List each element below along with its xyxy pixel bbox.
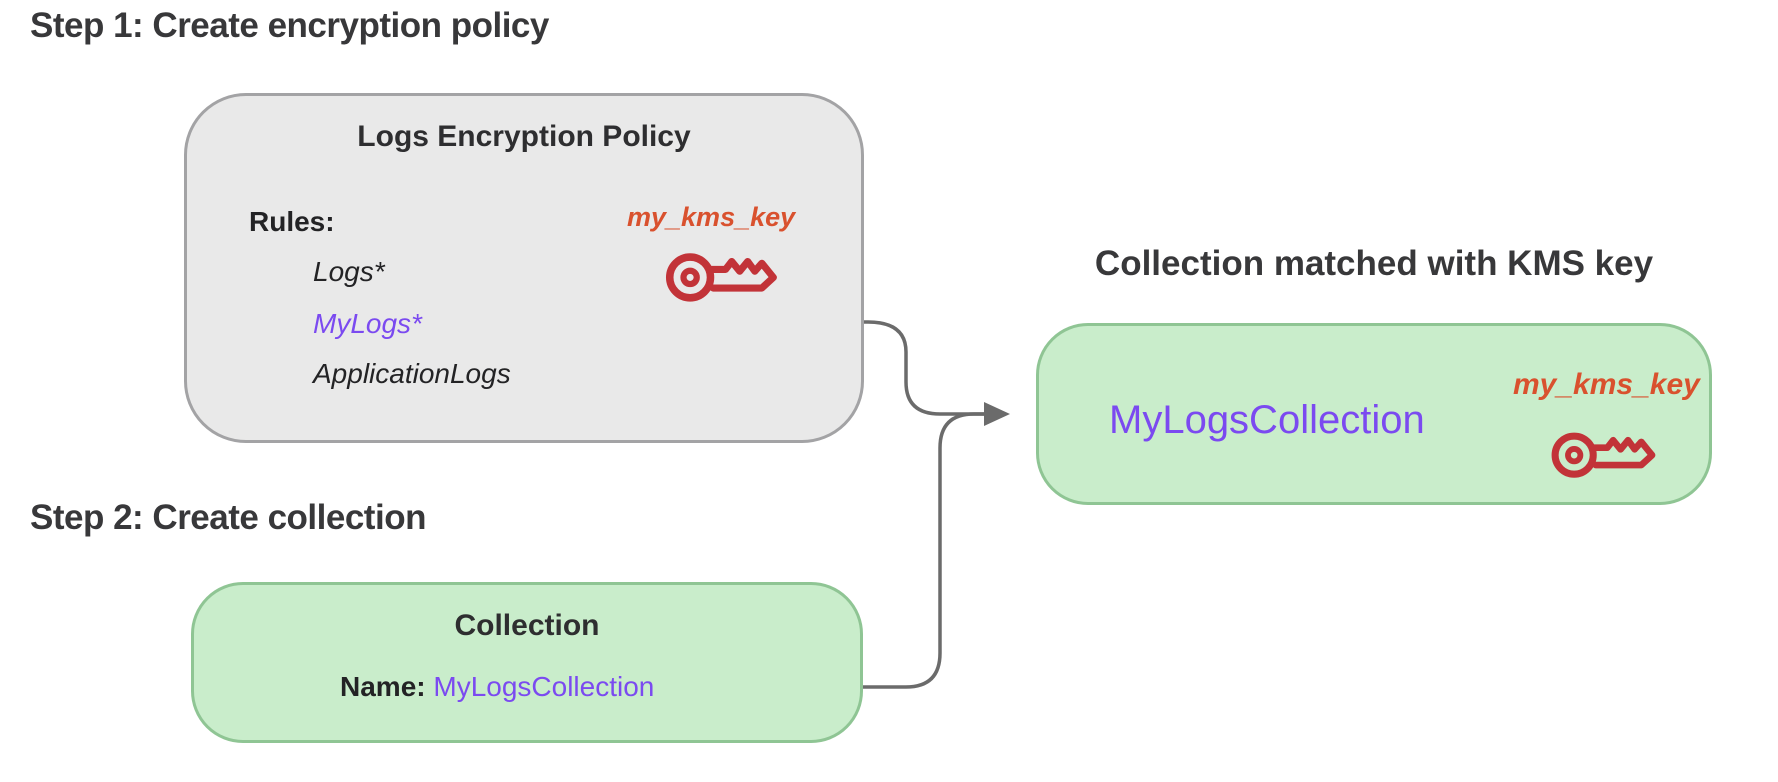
collection-name-row: Name: MyLogsCollection	[340, 671, 654, 703]
matched-collection-box: MyLogsCollection my_kms_key	[1036, 323, 1712, 505]
result-title: Collection matched with KMS key	[1094, 244, 1654, 283]
rules-label: Rules:	[249, 206, 335, 237]
arrowhead	[984, 402, 1010, 426]
rule-mylogs-matched: MyLogs*	[313, 308, 422, 339]
step1-title: Step 1: Create encryption policy	[30, 6, 549, 45]
kms-key-icon	[665, 253, 777, 302]
step2-title: Step 2: Create collection	[30, 498, 426, 537]
kms-key-icon	[1551, 432, 1656, 478]
matched-collection-name: MyLogsCollection	[1109, 398, 1425, 442]
collection-box: Collection Name: MyLogsCollection	[191, 582, 863, 743]
kms-key-label: my_kms_key	[627, 202, 796, 232]
encryption-policy-box: Logs Encryption Policy Rules: Logs* MyLo…	[184, 93, 864, 443]
rule-applicationlogs: ApplicationLogs	[313, 358, 511, 389]
collection-box-title: Collection	[454, 609, 600, 642]
collection-name-label: Name:	[340, 671, 426, 702]
collection-name-value: MyLogsCollection	[433, 671, 655, 702]
rule-logs: Logs*	[313, 256, 385, 287]
result-kms-key-label: my_kms_key	[1513, 368, 1700, 401]
policy-box-title: Logs Encryption Policy	[357, 120, 691, 153]
